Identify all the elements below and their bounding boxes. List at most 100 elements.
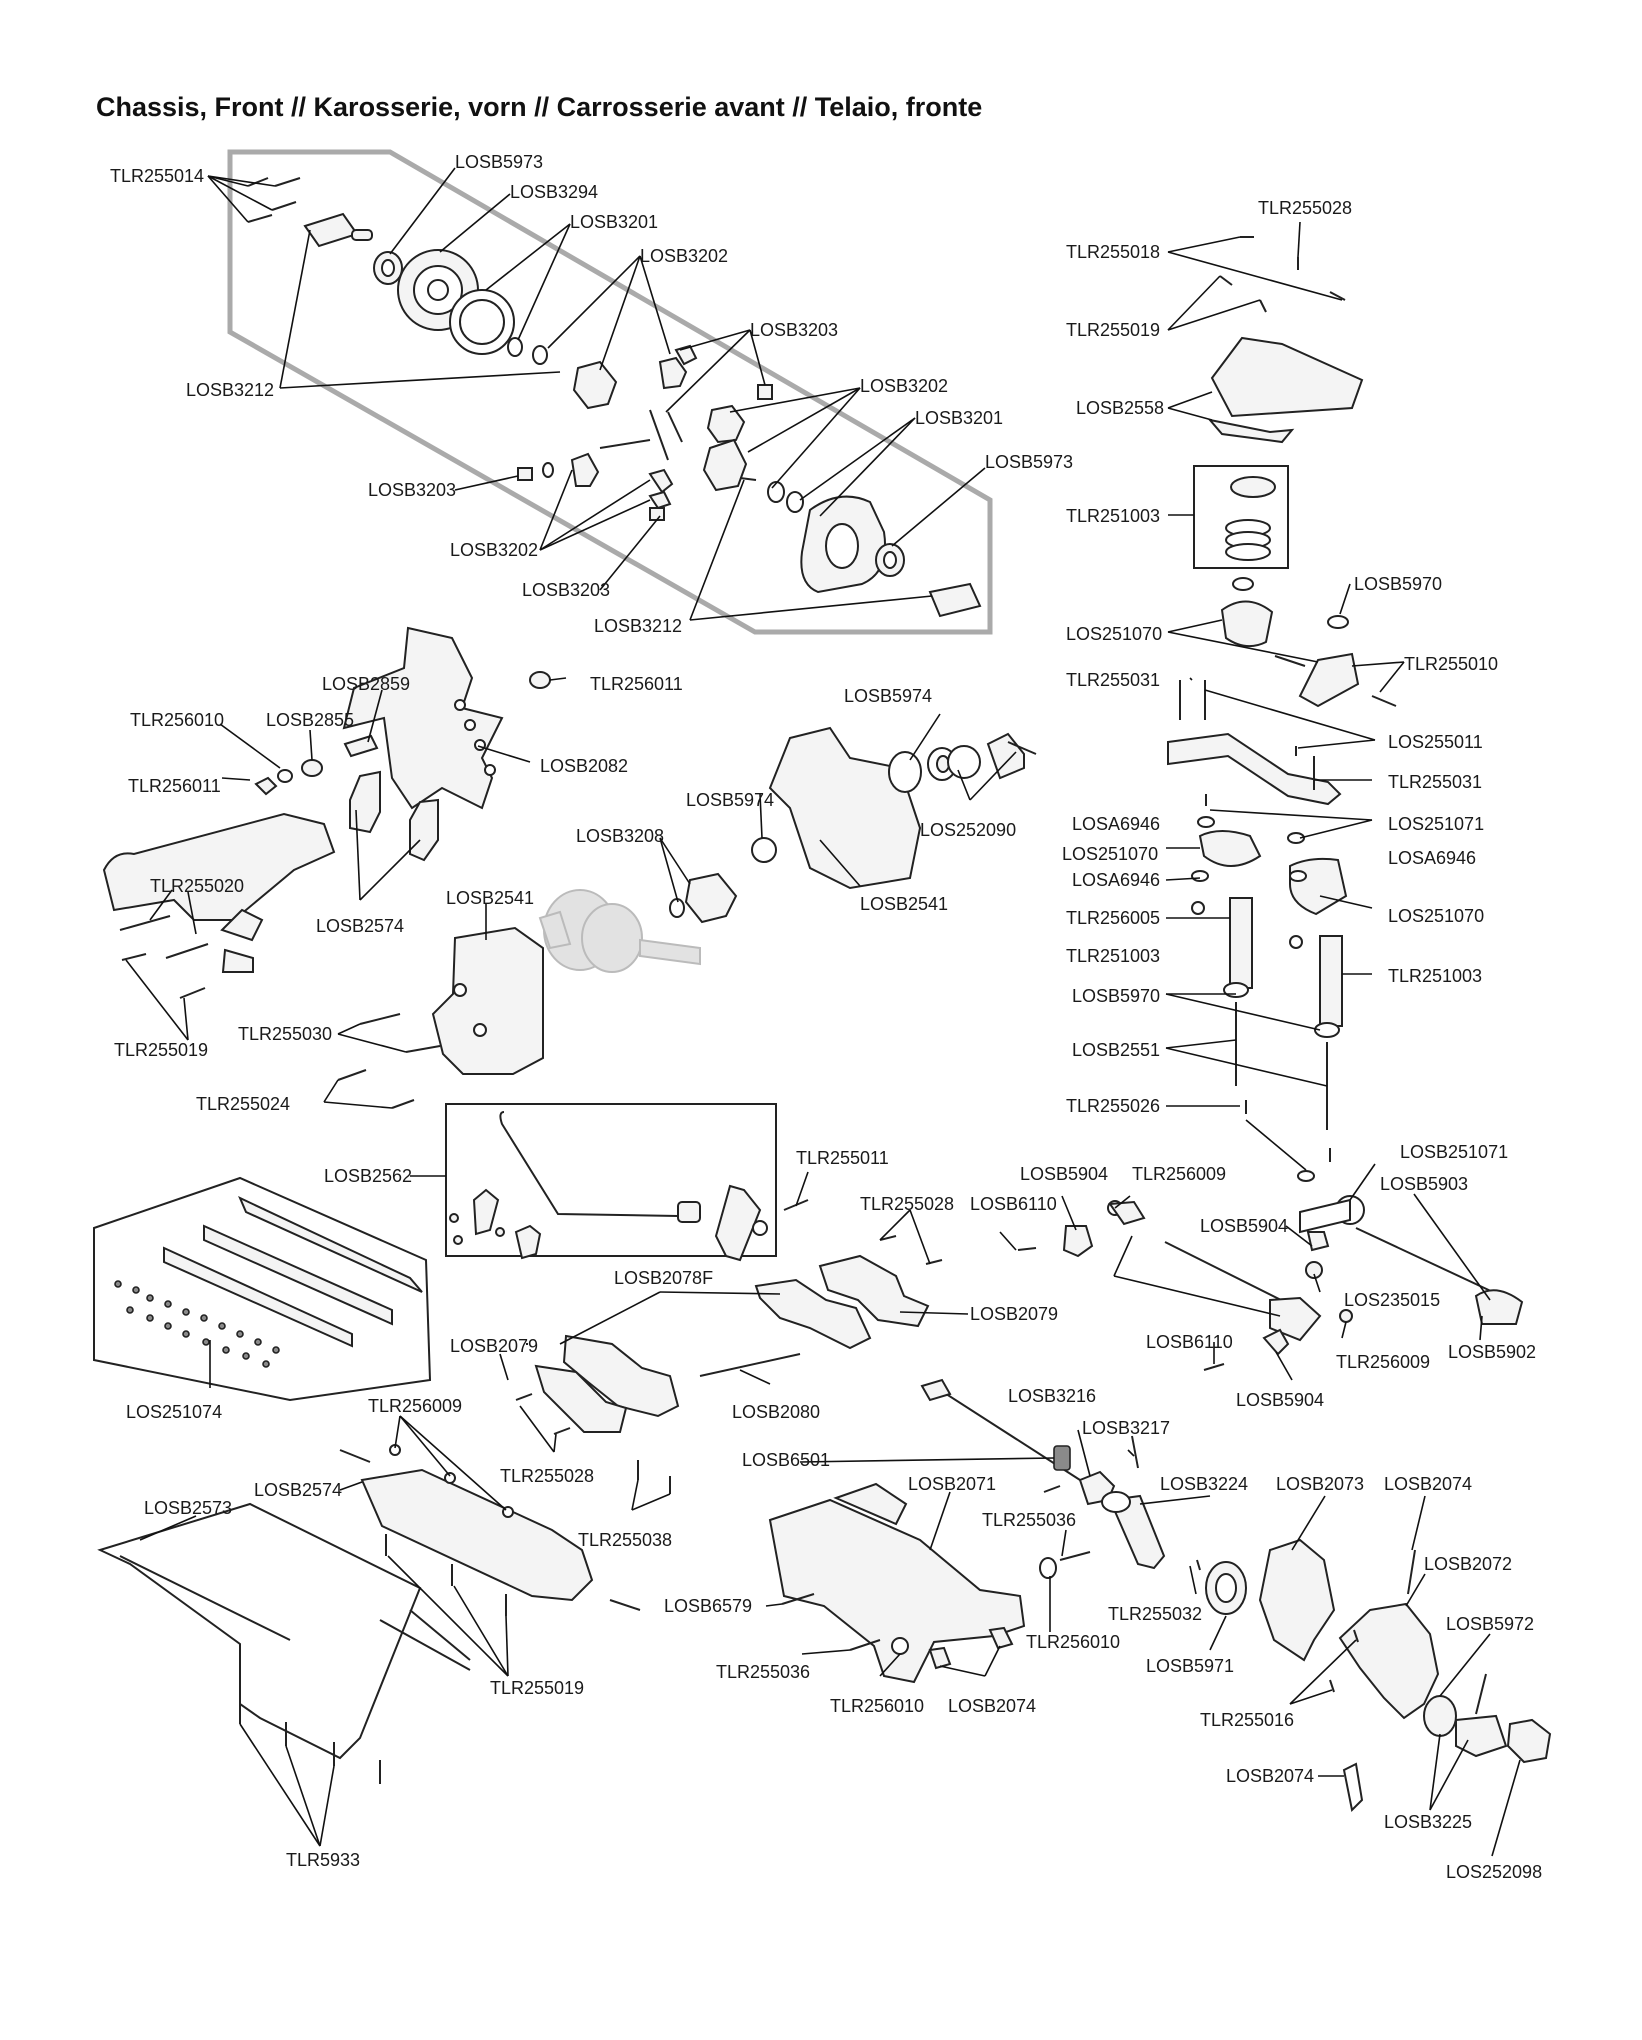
part-label: LOSB5902	[1448, 1342, 1536, 1362]
part-label: TLR255024	[196, 1094, 290, 1114]
front-brace	[102, 812, 336, 921]
part-label: TLR251003	[1066, 946, 1160, 966]
part-label: LOSB5904	[1236, 1390, 1324, 1410]
part-label: LOSB5972	[1446, 1614, 1534, 1634]
shock-tower-mount	[1210, 336, 1364, 418]
part-label: TLR255030	[238, 1024, 332, 1044]
part-label: LOSB2078F	[614, 1268, 713, 1288]
part-label: LOSB5903	[1380, 1174, 1468, 1194]
part-label: TLR255019	[490, 1678, 584, 1698]
gearbox-rear-housing	[431, 926, 544, 1075]
part-label: LOSB3208	[576, 826, 664, 846]
part-label: LOSB3201	[915, 408, 1003, 428]
gearbox-front-housing	[768, 726, 922, 890]
steering-block	[1258, 1538, 1336, 1662]
part-label: LOSB251071	[1400, 1142, 1508, 1162]
part-label: LOSB5971	[1146, 1656, 1234, 1676]
part-label: LOSB3203	[368, 480, 456, 500]
part-label: LOSB6110	[970, 1194, 1057, 1214]
skid-plate-kit-box	[93, 1176, 432, 1402]
part-label: LOSB5974	[844, 686, 932, 706]
part-label: LOSB2072	[1424, 1554, 1512, 1574]
part-label: LOSB6579	[664, 1596, 752, 1616]
part-label: TLR255010	[1404, 654, 1498, 674]
part-label: TLR256010	[830, 1696, 924, 1716]
part-label: TLR256010	[1026, 1632, 1120, 1652]
part-label: LOSB2071	[908, 1474, 996, 1494]
part-label: LOSB2562	[324, 1166, 412, 1186]
part-label: LOS251070	[1388, 906, 1484, 926]
part-label: LOSB6501	[742, 1450, 830, 1470]
spindle-carrier	[1338, 1602, 1440, 1720]
part-label: LOS251071	[1388, 814, 1484, 834]
part-label: LOSA6946	[1072, 814, 1160, 834]
screw-group-tlr255014	[247, 177, 301, 223]
part-label: LOSB3202	[450, 540, 538, 560]
part-label: LOSA6946	[1072, 870, 1160, 890]
leader-lines	[125, 167, 1521, 1857]
part-label: TLR256010	[130, 710, 224, 730]
part-label: LOSB3203	[750, 320, 838, 340]
part-label: LOSB5970	[1072, 986, 1160, 1006]
part-label: LOS255011	[1388, 732, 1483, 752]
sway-bar-kit-box	[445, 1103, 777, 1257]
part-label: TLR256009	[1132, 1164, 1226, 1184]
part-label: TLR255020	[150, 876, 244, 896]
differential-kit-frame	[227, 149, 993, 635]
part-label: LOSB3216	[1008, 1386, 1096, 1406]
part-label: LOSB3202	[640, 246, 728, 266]
hub-carrier-right	[1289, 857, 1348, 916]
part-label: LOS252090	[920, 820, 1016, 840]
part-label: TLR255031	[1066, 670, 1160, 690]
part-label: LOS251070	[1062, 844, 1158, 864]
part-label: LOSB2079	[450, 1336, 538, 1356]
part-label: TLR256011	[590, 674, 683, 694]
part-label: LOS251070	[1066, 624, 1162, 644]
part-label: LOSB2079	[970, 1304, 1058, 1324]
part-label: LOSB2074	[948, 1696, 1036, 1716]
part-label: LOS251074	[126, 1402, 222, 1422]
part-label: LOSB2551	[1072, 1040, 1160, 1060]
part-label: TLR255038	[578, 1530, 672, 1550]
part-label: LOSB2082	[540, 756, 628, 776]
part-label: TLR255014	[110, 166, 204, 186]
spring-kit-box	[1193, 465, 1289, 569]
shock-tower-front	[342, 626, 504, 810]
outdrive-right	[928, 582, 982, 618]
steering-rack	[1167, 732, 1342, 806]
part-label: TLR255011	[796, 1148, 889, 1168]
skid-hardware-dots	[114, 1280, 280, 1368]
part-label: LOSB3212	[594, 616, 682, 636]
part-label: LOSB5904	[1020, 1164, 1108, 1184]
part-label: LOSB2558	[1076, 398, 1164, 418]
part-label: TLR251003	[1066, 506, 1160, 526]
part-label: LOSB2859	[322, 674, 410, 694]
diff-gear-large	[572, 360, 618, 410]
part-label: TLR256009	[368, 1396, 462, 1416]
part-label: LOSB2541	[860, 894, 948, 914]
part-label: LOS252098	[1446, 1862, 1542, 1882]
part-label: TLR256005	[1066, 908, 1160, 928]
part-label: LOSB5974	[686, 790, 774, 810]
part-label: LOSB2855	[266, 710, 354, 730]
part-label: TLR255019	[1066, 320, 1160, 340]
bellcrank-right	[1298, 652, 1360, 708]
part-label: LOSB2574	[316, 916, 404, 936]
part-label: LOSB3294	[510, 182, 598, 202]
part-label: TLR255032	[1108, 1604, 1202, 1624]
part-label: LOSB2074	[1226, 1766, 1314, 1786]
part-label: LOSB5904	[1200, 1216, 1288, 1236]
part-label: LOSB2574	[254, 1480, 342, 1500]
front-bumper	[97, 1502, 422, 1760]
hub-carrier-left	[1198, 830, 1262, 867]
part-labels: TLR255014 LOSB5973 LOSB3294 LOSB3201 LOS…	[110, 152, 1542, 1882]
bellcrank-left	[1220, 600, 1274, 648]
part-label: LOSB3225	[1384, 1812, 1472, 1832]
front-lower-plate	[360, 1468, 594, 1602]
part-label: TLR256011	[128, 776, 221, 796]
part-label: TLR255019	[114, 1040, 208, 1060]
part-label: TLR5933	[286, 1850, 360, 1870]
part-label: LOSB3217	[1082, 1418, 1170, 1438]
part-label: LOSB2080	[732, 1402, 820, 1422]
